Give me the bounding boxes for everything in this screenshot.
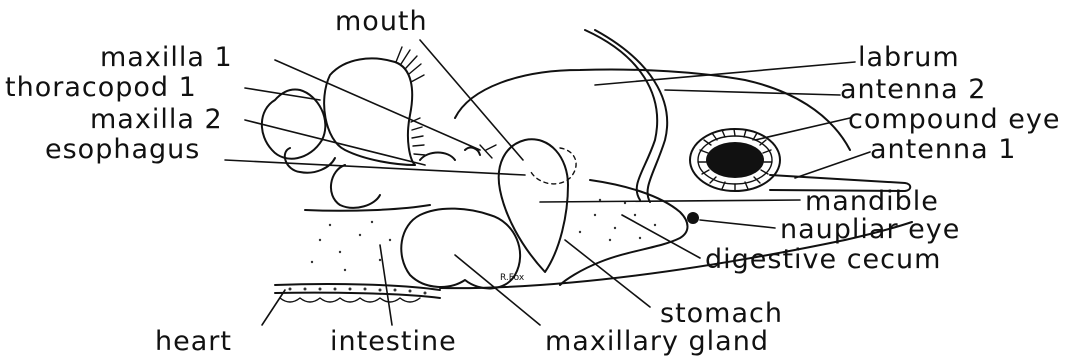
label-thoracopod-1: thoracopod 1 [5, 72, 197, 103]
label-naupliar-eye: naupliar eye [780, 214, 960, 245]
label-antenna-2: antenna 2 [840, 74, 986, 105]
label-digestive-cecum: digestive cecum [705, 244, 941, 275]
maxilla-1-setae [396, 47, 425, 155]
label-heart: heart [155, 326, 232, 357]
label-labrum: labrum [858, 42, 960, 73]
leader-esophagus [225, 160, 525, 175]
leader-antenna-1 [795, 152, 870, 178]
leader-labrum [595, 62, 855, 85]
label-compound-eye: compound eye [848, 104, 1060, 135]
maxilla-1 [324, 58, 415, 165]
compound-eye [690, 129, 780, 191]
intestine-scallops [280, 298, 420, 302]
stomach-lobe [499, 139, 568, 272]
label-maxilla-2: maxilla 2 [90, 104, 223, 135]
labrum-outline [455, 69, 850, 150]
leader-mouth [420, 40, 523, 160]
label-antenna-1: antenna 1 [870, 134, 1016, 165]
maxilla-2-lobes [285, 148, 480, 208]
leader-maxillary-gland [455, 255, 540, 325]
mouthpart-pin [480, 145, 496, 158]
label-esophagus: esophagus [45, 134, 200, 165]
label-intestine: intestine [330, 326, 457, 357]
leader-naupliar-eye [700, 220, 775, 228]
esophagus-dashed [530, 148, 576, 184]
antenna-2-outline [585, 30, 667, 202]
label-stomach: stomach [660, 298, 783, 329]
label-mouth: mouth [335, 6, 428, 37]
leader-antenna-2 [665, 90, 840, 95]
leader-heart [262, 290, 285, 325]
label-maxilla-1: maxilla 1 [100, 42, 233, 73]
label-maxillary-gland: maxillary gland [545, 326, 769, 357]
labels: mouth maxilla 1 thoracopod 1 maxilla 2 e… [5, 6, 1060, 357]
artist-signature: R.Fox [500, 273, 525, 283]
label-mandible: mandible [805, 186, 939, 217]
leader-mandible [540, 200, 800, 202]
heart-outline [275, 284, 440, 298]
naupliar-eye-dot [687, 212, 699, 224]
